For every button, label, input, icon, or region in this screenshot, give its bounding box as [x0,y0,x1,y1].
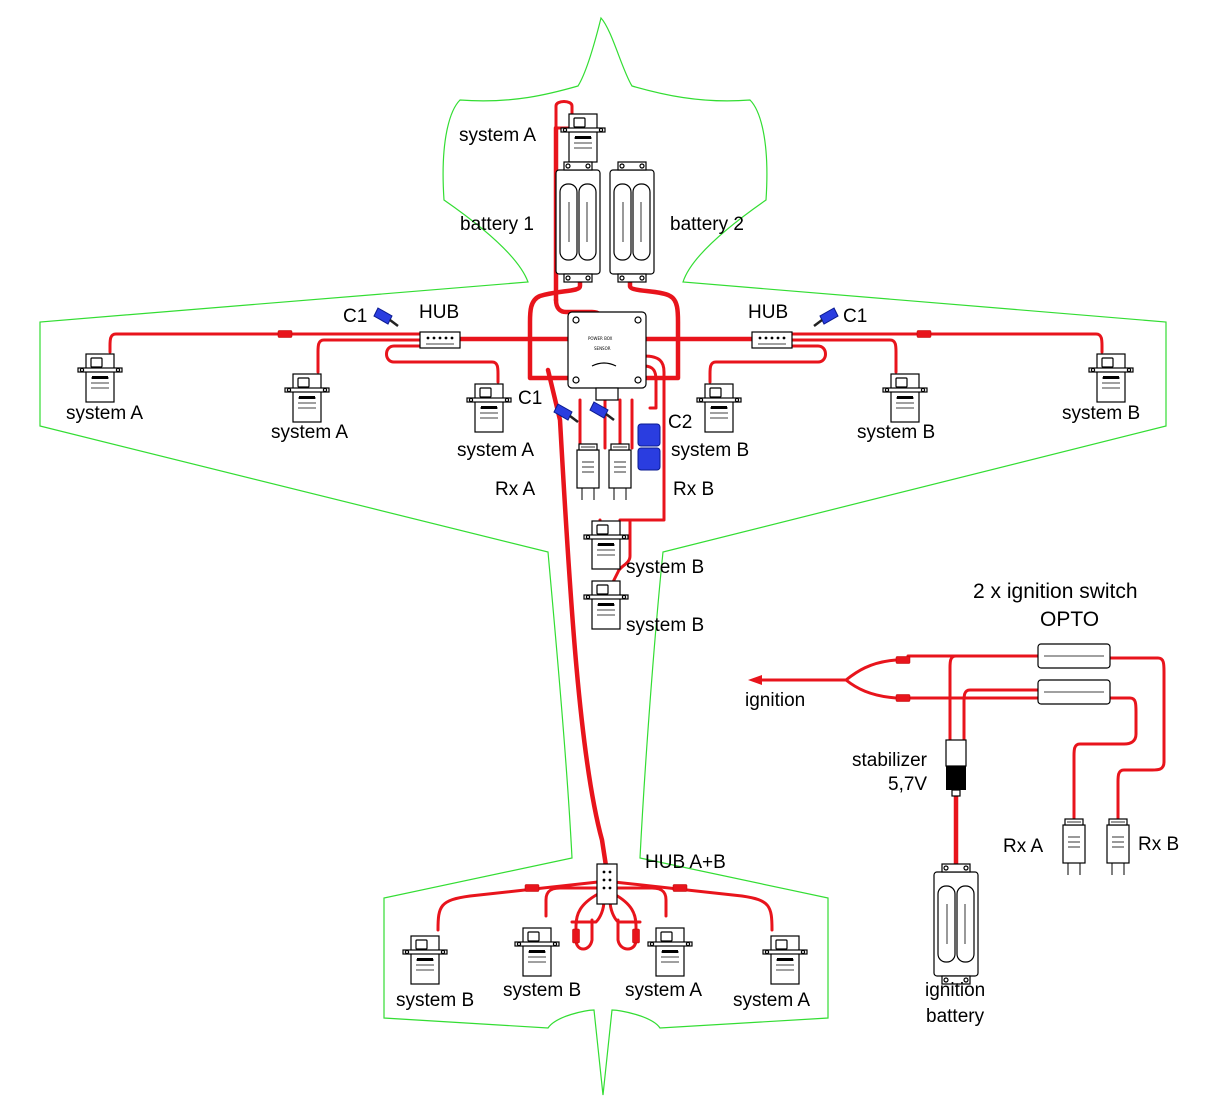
label-c2: C2 [668,412,692,433]
ignition-receiver-a [1062,818,1086,876]
receiver-a-2 [608,443,632,501]
hub-right [751,331,793,349]
servo-right-inner [696,383,742,433]
label-ignition-switch-line2: OPTO [1040,608,1099,631]
label-ignition-battery-line1: ignition [925,980,985,1001]
servo-right-outer [1088,353,1134,403]
hub-left [419,331,461,349]
servo-left-middle [284,373,330,423]
svg-text:POWER BOX: POWER BOX [588,336,613,341]
servo-tail-b-inner [514,927,560,977]
label-stabilizer-line1: stabilizer [852,750,928,771]
label-system-a-left-middle: system A [271,422,348,443]
servo-fuselage-b-2 [583,580,629,630]
ignition-battery [933,863,979,985]
label-c1-center: C1 [518,388,542,409]
label-battery-1: battery 1 [460,214,534,235]
label-system-a-left-outer: system A [66,403,143,424]
label-system-a-tail-outer: system A [733,990,810,1011]
label-battery-2: battery 2 [670,214,744,235]
wiring [108,100,1166,951]
label-system-b-right-inner: system B [671,440,749,461]
servo-tail-a-inner [647,927,693,977]
label-ignition: ignition [745,690,805,711]
ignition-receiver-b [1106,818,1130,876]
label-system-b-fuselage-1: system B [626,557,704,578]
battery-2 [609,161,655,283]
label-system-a-tail-inner: system A [625,980,702,1001]
label-system-a-left-inner: system A [457,440,534,461]
label-system-b-right-outer: system B [1062,403,1140,424]
servo-tail-b-outer [402,935,448,985]
ignition-switch-1 [1037,643,1111,669]
power-box: POWER BOX SENSOR [567,311,647,401]
airplane-outline [39,16,1167,1096]
tail-servo-system-a [560,113,606,163]
servo-right-middle [882,373,928,423]
label-rx-b: Rx B [673,479,714,500]
servo-tail-a-outer [762,935,808,985]
label-ignition-rx-a: Rx A [1003,836,1043,857]
hub-a-b [596,863,618,905]
label-rx-a: Rx A [495,479,535,500]
label-system-b-tail-inner: system B [503,980,581,1001]
battery-1 [555,161,601,283]
servo-left-inner [466,383,512,433]
servo-left-outer [77,353,123,403]
label-system-a-tail: system A [459,125,536,146]
label-hub-right: HUB [748,302,788,323]
label-c1-right: C1 [843,306,867,327]
svg-text:SENSOR: SENSOR [594,346,611,351]
label-hub-left: HUB [419,302,459,323]
label-ignition-battery-line2: battery [926,1006,985,1027]
label-system-b-fuselage-2: system B [626,615,704,636]
label-hub-a-b: HUB A+B [645,852,726,873]
c2-connector [637,423,661,471]
label-system-b-tail-outer: system B [396,990,474,1011]
label-ignition-rx-b: Rx B [1138,834,1179,855]
servo-fuselage-b-1 [583,520,629,570]
ignition-switch-2 [1037,679,1111,705]
stabilizer [945,739,967,797]
label-stabilizer-line2: 5,7V [888,774,927,795]
label-system-b-right-middle: system B [857,422,935,443]
receiver-a-1 [576,443,600,501]
label-c1-left: C1 [343,306,367,327]
label-ignition-switch-line1: 2 x ignition switch [973,580,1138,603]
